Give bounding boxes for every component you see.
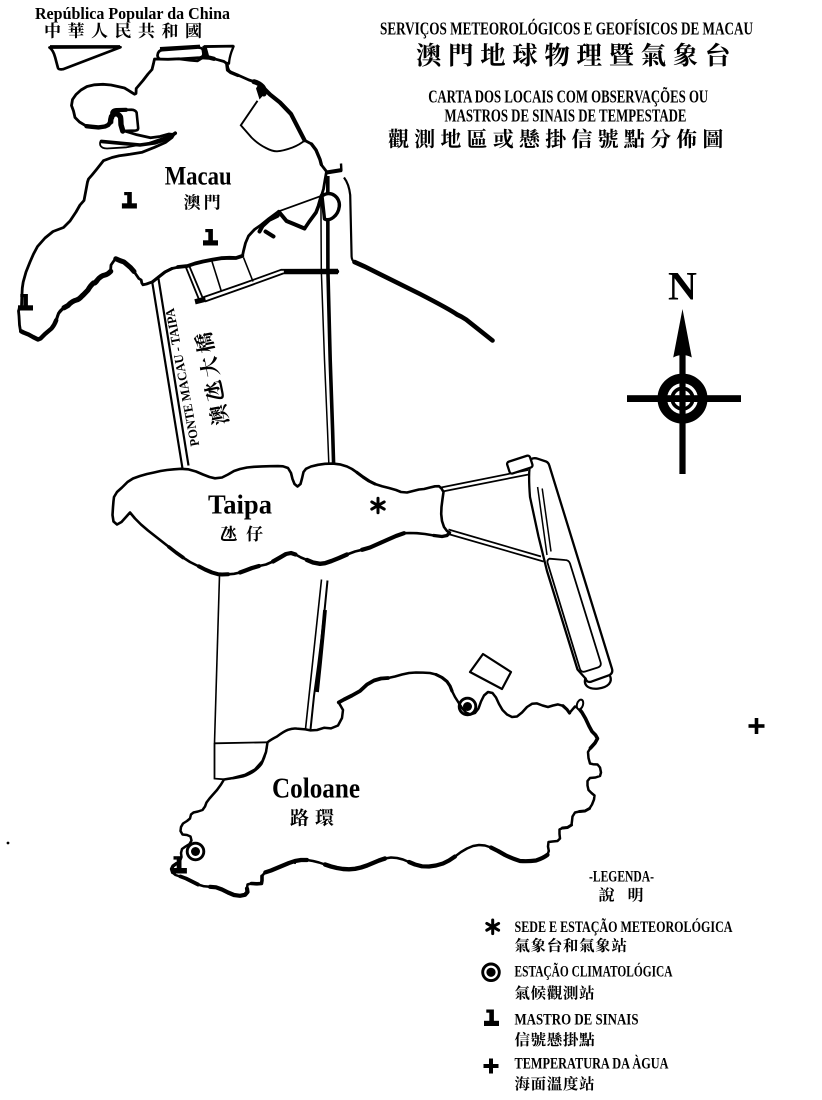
svg-text:N: N	[668, 264, 697, 309]
svg-text:Coloane: Coloane	[272, 774, 360, 805]
svg-text:CARTA DOS LOCAIS COM OBSERVAÇÕ: CARTA DOS LOCAIS COM OBSERVAÇÕES OU	[428, 86, 708, 107]
svg-text:TEMPERATURA DA ÀGUA: TEMPERATURA DA ÀGUA	[515, 1054, 669, 1073]
svg-text:MASTRO DE SINAIS: MASTRO DE SINAIS	[515, 1012, 639, 1029]
svg-text:Taipa: Taipa	[208, 489, 272, 520]
svg-text:República Popular da China: República Popular da China	[35, 4, 230, 23]
svg-text:SEDE E ESTAÇÃO METEOROLÓGICA: SEDE E ESTAÇÃO METEOROLÓGICA	[515, 917, 733, 936]
svg-text:MASTROS DE SINAIS DE TEMPESTAD: MASTROS DE SINAIS DE TEMPESTADE	[445, 106, 687, 126]
svg-text:Macau: Macau	[165, 162, 232, 191]
svg-text:-LEGENDA-: -LEGENDA-	[589, 869, 654, 886]
svg-text:SERVIÇOS METEOROLÓGICOS E GEOF: SERVIÇOS METEOROLÓGICOS E GEOFÍSICOS DE …	[380, 18, 753, 39]
svg-text:ESTAÇÃO CLIMATOLÓGICA: ESTAÇÃO CLIMATOLÓGICA	[515, 962, 673, 981]
